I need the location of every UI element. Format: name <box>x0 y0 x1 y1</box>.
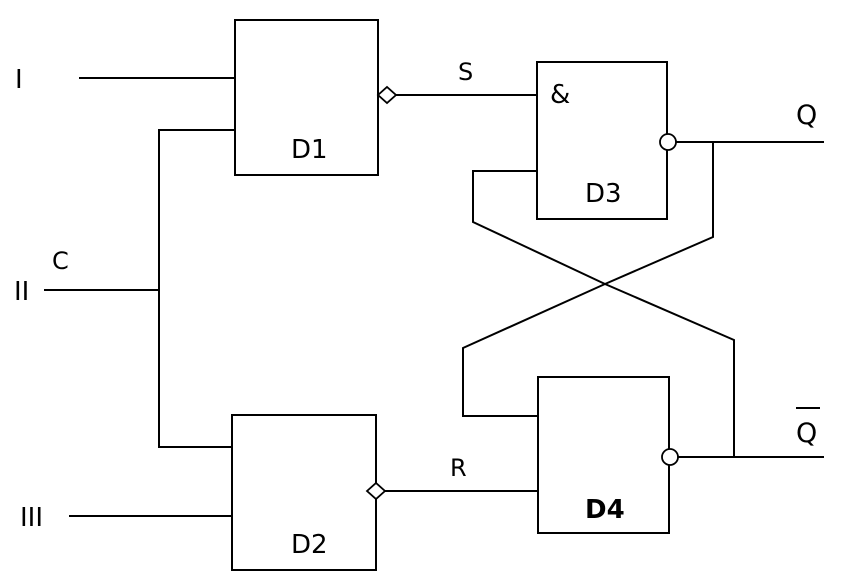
wires <box>44 77 824 517</box>
wire-feedback-q-to-d4 <box>462 141 714 417</box>
signal-label-r: R <box>450 454 467 482</box>
gate-d1: D1 <box>234 19 398 176</box>
inverter-bubble-icon <box>661 448 679 466</box>
wire-feedback-q-bar-to-d3 <box>472 170 735 458</box>
gate-d3-label: D3 <box>585 179 622 209</box>
input-label-ii: II <box>14 277 29 307</box>
gate-d2-body <box>231 414 377 571</box>
gate-d4-label: D4 <box>585 495 625 525</box>
gate-d1-label: D1 <box>291 135 328 165</box>
gate-d1-body <box>234 19 379 176</box>
gate-d3: & D3 <box>536 61 677 220</box>
gate-d3-and-symbol: & <box>550 80 570 110</box>
gate-d4: D4 <box>537 376 679 534</box>
signal-label-s: S <box>458 58 473 86</box>
inverter-bubble-icon <box>659 133 677 151</box>
input-label-i: I <box>15 65 23 95</box>
output-label-q-bar: Q <box>796 418 817 449</box>
gate-d2-label: D2 <box>291 530 328 560</box>
signal-label-c: C <box>52 247 69 275</box>
input-label-iii: III <box>20 503 43 533</box>
gate-d2: D2 <box>231 414 387 571</box>
inverter-diamond-icon <box>365 481 387 501</box>
gate-d4-body <box>537 376 670 534</box>
output-label-q: Q <box>796 100 817 131</box>
inverter-diamond-icon <box>376 85 398 105</box>
gate-d3-body <box>536 61 668 220</box>
